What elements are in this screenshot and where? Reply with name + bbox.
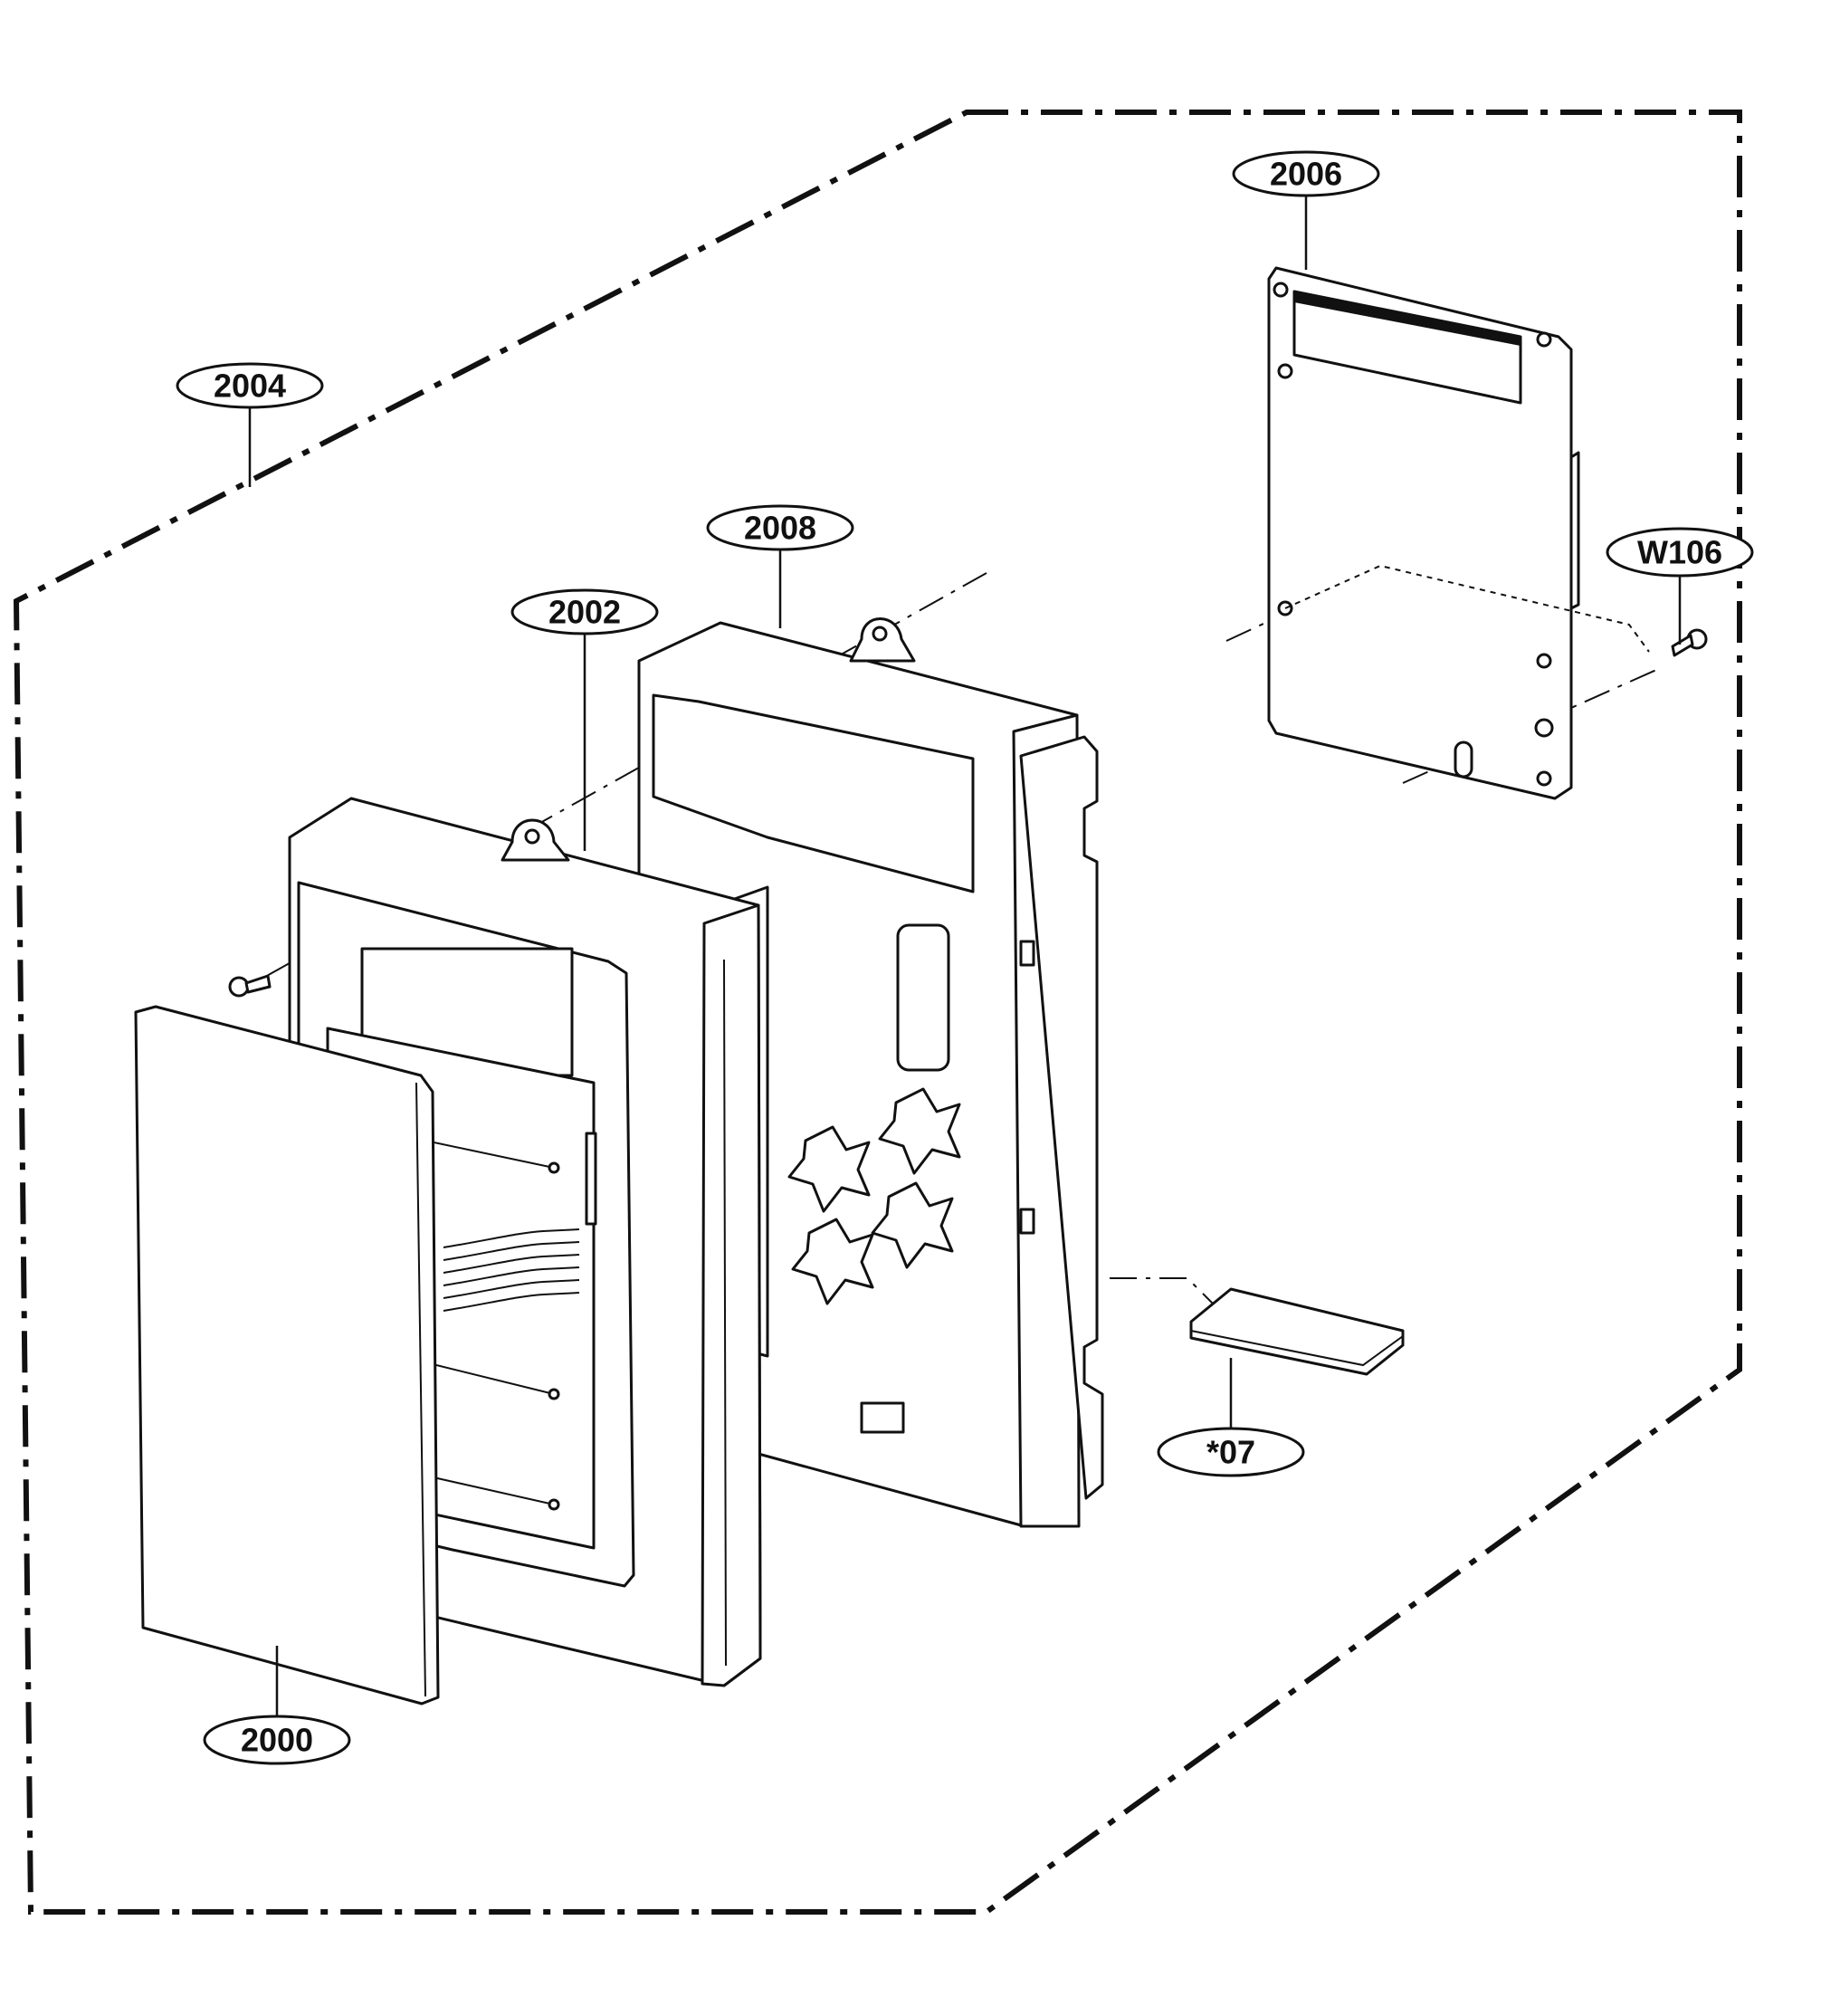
svg-text:2006: 2006 xyxy=(1270,156,1342,193)
display-window-opening xyxy=(896,923,950,1072)
callout-07: *07 xyxy=(1157,1427,1305,1477)
alignment-axis-line xyxy=(1110,1277,1214,1304)
svg-text:2002: 2002 xyxy=(548,594,621,631)
callout-2000: 2000 xyxy=(203,1715,351,1765)
svg-text:2000: 2000 xyxy=(241,1722,313,1759)
svg-text:*07: *07 xyxy=(1206,1434,1255,1471)
svg-text:W106: W106 xyxy=(1637,534,1722,571)
lower-slot xyxy=(860,1401,905,1434)
foam-pad xyxy=(1189,1287,1405,1376)
screw-icon xyxy=(228,974,272,998)
svg-text:2004: 2004 xyxy=(214,368,286,405)
ribbon-cable xyxy=(443,1228,580,1312)
callout-2006: 2006 xyxy=(1232,150,1380,197)
circuit-board xyxy=(1267,266,1708,800)
screw-icon xyxy=(1671,628,1708,657)
svg-text:2008: 2008 xyxy=(744,510,816,547)
button-cutout-group xyxy=(787,1087,961,1305)
connector-pins xyxy=(1294,291,1521,346)
callout-2008: 2008 xyxy=(706,504,854,551)
assembly-boundary-outline xyxy=(13,110,1742,1915)
slot xyxy=(1019,940,1035,967)
callout-w106: W106 xyxy=(1606,527,1754,578)
callout-2002: 2002 xyxy=(510,588,659,635)
slot xyxy=(1019,1208,1035,1235)
front-panel-sheet xyxy=(134,1005,440,1705)
callout-2004: 2004 xyxy=(176,362,324,409)
